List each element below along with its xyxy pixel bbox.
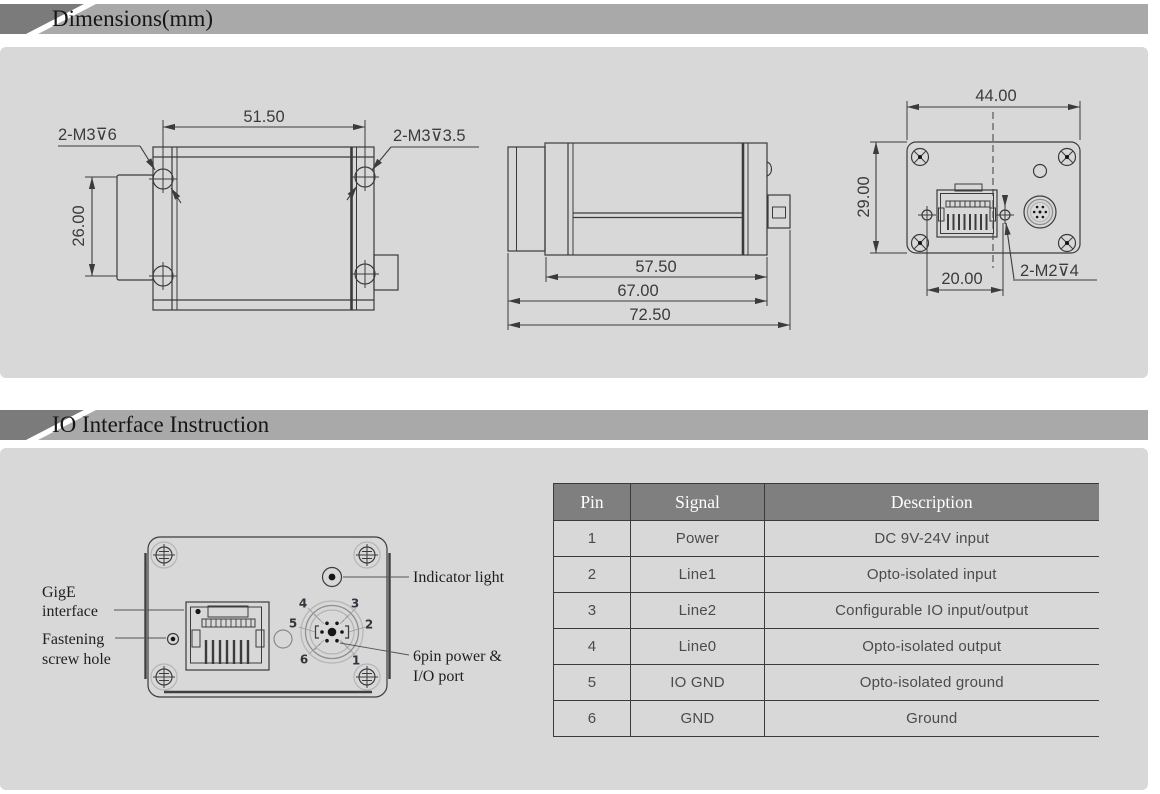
table-row: 3 Line2 Configurable IO input/output bbox=[553, 592, 1099, 629]
indicator-label: Indicator light bbox=[413, 569, 505, 586]
gige-label-line1: GigE bbox=[42, 584, 76, 601]
pin-cell: 3 bbox=[553, 592, 631, 629]
mount-holes bbox=[149, 163, 379, 290]
thread-label-right: 2-M3⊽3.5 bbox=[393, 127, 466, 145]
signal-cell: Power bbox=[630, 520, 765, 557]
pin-cell: 5 bbox=[553, 664, 631, 701]
pin-cell: 6 bbox=[553, 700, 631, 737]
dim-rear-height: 29.00 bbox=[855, 176, 873, 217]
pin-number-3: 3 bbox=[351, 597, 359, 611]
col-header-description: Description bbox=[764, 483, 1099, 521]
pin-number-6: 6 bbox=[300, 653, 308, 667]
gige-label-line2: interface bbox=[42, 603, 98, 620]
description-cell: Ground bbox=[764, 700, 1099, 737]
dim-hole-spacing: 20.00 bbox=[941, 270, 982, 288]
rear-connector-tab bbox=[373, 254, 399, 291]
gige-port bbox=[185, 601, 270, 671]
table-row: 5 IO GND Opto-isolated ground bbox=[553, 664, 1099, 701]
thread-label-left: 2-M3⊽6 bbox=[58, 126, 117, 144]
dim-rear-width: 44.00 bbox=[975, 87, 1016, 105]
six-pin-connector bbox=[298, 600, 366, 664]
table-row: 6 GND Ground bbox=[553, 700, 1099, 737]
dim-left-height: 26.00 bbox=[70, 205, 88, 246]
io-section-title: IO Interface Instruction bbox=[52, 412, 270, 437]
description-cell: Configurable IO input/output bbox=[764, 592, 1099, 629]
lens-barrel bbox=[116, 174, 154, 281]
io-pin-table: Pin Signal Description 1 Power DC 9V-24V… bbox=[553, 483, 1099, 737]
sixpin-label-line1: 6pin power & bbox=[413, 648, 502, 665]
connector-tab-top bbox=[767, 194, 791, 229]
col-header-pin: Pin bbox=[553, 483, 631, 521]
corner-screws bbox=[150, 541, 381, 691]
top-view-drawing: 57.50 67.00 72.50 bbox=[507, 142, 791, 330]
description-cell: Opto-isolated ground bbox=[764, 664, 1099, 701]
dim-with-lens-length: 67.00 bbox=[617, 282, 658, 300]
camera-body-outline bbox=[152, 146, 375, 311]
dim-total-length: 72.50 bbox=[629, 306, 670, 324]
thread-label-rear: 2-M2⊽4 bbox=[1020, 262, 1079, 280]
lens-barrel-top bbox=[507, 146, 546, 252]
signal-cell: Line1 bbox=[630, 556, 765, 593]
signal-cell: Line0 bbox=[630, 628, 765, 665]
sixpin-label-line2: I/O port bbox=[413, 668, 465, 685]
camera-body-top bbox=[544, 142, 768, 256]
pin-cell: 1 bbox=[553, 520, 631, 557]
table-header-row: Pin Signal Description bbox=[553, 483, 1099, 521]
spare-hole bbox=[273, 629, 293, 649]
pin-number-5: 5 bbox=[289, 617, 297, 631]
signal-cell: Line2 bbox=[630, 592, 765, 629]
rj45-connector bbox=[936, 183, 998, 238]
signal-cell: GND bbox=[630, 700, 765, 737]
side-view-drawing: 51.50 2-M3⊽6 2-M3⊽3.5 26.00 bbox=[58, 108, 479, 311]
section-marker-icon bbox=[0, 4, 96, 34]
table-row: 2 Line1 Opto-isolated input bbox=[553, 556, 1099, 593]
camera-rear-outline bbox=[147, 536, 388, 698]
dimensions-section-header: Dimensions(mm) bbox=[0, 4, 1148, 34]
fastening-label-line1: Fastening bbox=[42, 631, 104, 648]
io-callout-diagram: 4 3 5 2 6 1 GigE interface Fastening scr… bbox=[42, 536, 505, 698]
description-cell: DC 9V-24V input bbox=[764, 520, 1099, 557]
table-row: 1 Power DC 9V-24V input bbox=[553, 520, 1099, 557]
rear-panel-outline bbox=[906, 141, 1081, 254]
pin-number-1: 1 bbox=[352, 654, 360, 668]
side-bump bbox=[766, 161, 773, 177]
io-section-header: IO Interface Instruction bbox=[0, 410, 1148, 440]
indicator-light bbox=[321, 566, 343, 588]
dimensions-section-title: Dimensions(mm) bbox=[52, 6, 213, 31]
description-cell: Opto-isolated input bbox=[764, 556, 1099, 593]
pin-number-2: 2 bbox=[365, 618, 373, 632]
rear-view-drawing: 44.00 29.00 20.00 2-M2⊽4 bbox=[855, 87, 1097, 296]
signal-cell: IO GND bbox=[630, 664, 765, 701]
pin-number-4: 4 bbox=[299, 597, 307, 611]
table-row: 4 Line0 Opto-isolated output bbox=[553, 628, 1099, 665]
fastening-screw-hole bbox=[166, 632, 180, 646]
dim-top-width: 51.50 bbox=[243, 108, 284, 126]
fastening-holes bbox=[918, 206, 1014, 224]
corner-screws bbox=[910, 147, 1077, 253]
description-cell: Opto-isolated output bbox=[764, 628, 1099, 665]
dim-body-length: 57.50 bbox=[635, 258, 676, 276]
pin-cell: 2 bbox=[553, 556, 631, 593]
power-io-connector bbox=[1023, 195, 1057, 229]
fastening-label-line2: screw hole bbox=[42, 651, 111, 668]
pin-cell: 4 bbox=[553, 628, 631, 665]
section-marker-icon bbox=[0, 410, 96, 440]
indicator-hole bbox=[1032, 163, 1048, 179]
col-header-signal: Signal bbox=[630, 483, 765, 521]
